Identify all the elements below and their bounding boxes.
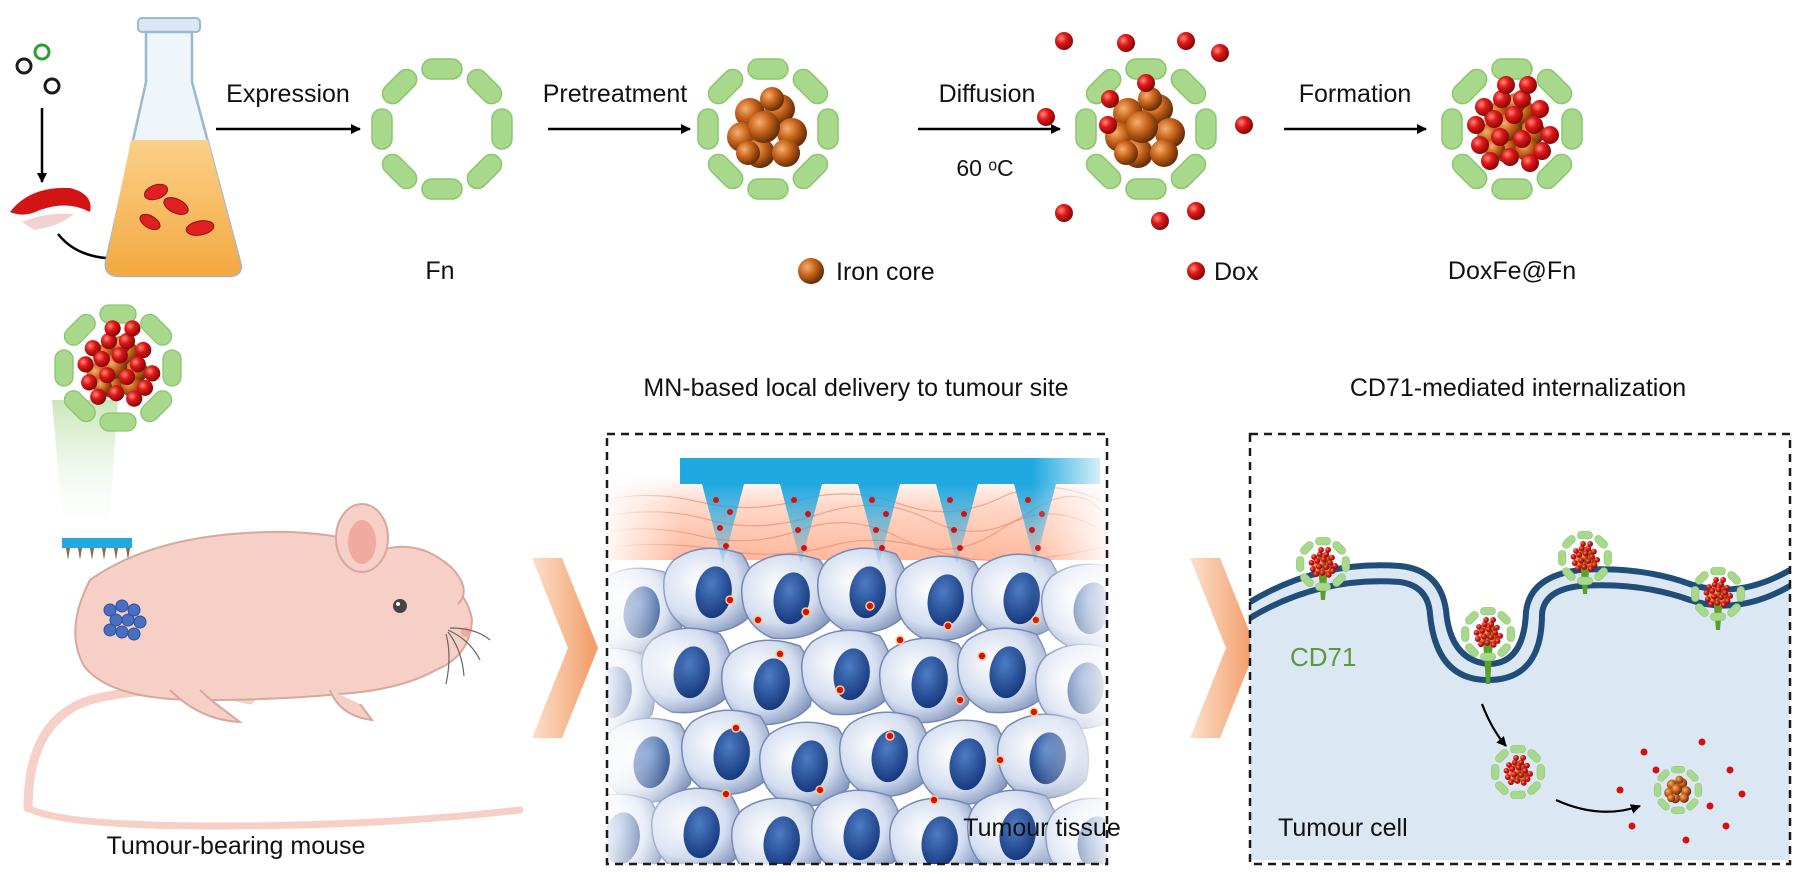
mouse-caption: Tumour-bearing mouse (107, 832, 366, 860)
ferritin-iron-cage (697, 58, 839, 200)
tissue-panel-label: Tumour tissue (963, 814, 1120, 842)
arrow-diffusion-label: Diffusion (939, 80, 1036, 108)
arrow-pretreatment: Pretreatment (543, 80, 691, 134)
flow-arrow-2 (1190, 558, 1256, 738)
legend-dox: Dox (1187, 258, 1259, 286)
released-dox (1616, 738, 1746, 844)
arrow-formation: Formation (1284, 80, 1427, 134)
internalization-panel-title: CD71-mediated internalization (1350, 374, 1686, 402)
cd71-label: CD71 (1290, 642, 1356, 672)
microneedle-patch-icon (62, 538, 132, 560)
flow-arrow-1 (532, 558, 598, 738)
flask-icon (104, 17, 242, 278)
arrow-expression: Expression (216, 80, 361, 134)
diffusion-temperature: 60 ᵒC (956, 155, 1013, 181)
legend-dox-label: Dox (1214, 258, 1259, 286)
label-fn: Fn (425, 257, 454, 285)
delivery-panel-title: MN-based local delivery to tumour site (643, 374, 1068, 402)
bacteria-icon (10, 43, 129, 264)
mouse-icon (23, 503, 524, 830)
cell-panel: CD71 Tumour cell (1248, 432, 1792, 866)
tissue-panel: Tumour tissue (605, 432, 1121, 866)
nanoparticle-callout (52, 304, 182, 540)
arrow-pretreatment-label: Pretreatment (543, 80, 688, 108)
legend-iron-core-label: Iron core (836, 258, 935, 286)
ferritin-diffusion-cage (1037, 32, 1253, 230)
label-doxfe-fn: DoxFe@Fn (1448, 257, 1576, 285)
cell-panel-label: Tumour cell (1278, 814, 1408, 842)
arrow-diffusion: Diffusion 60 ᵒC (918, 80, 1061, 181)
ferritin-empty-cage (371, 58, 513, 200)
iron-core-icon (798, 258, 824, 284)
receptor-bound-particles (1296, 531, 1744, 684)
dox-icon (1187, 262, 1205, 280)
arrow-formation-label: Formation (1299, 80, 1412, 108)
legend-iron-core: Iron core (798, 258, 935, 286)
doxfe-fn-particle (1441, 58, 1583, 200)
arrow-expression-label: Expression (226, 80, 350, 108)
tumour-spot-icon (103, 599, 147, 641)
